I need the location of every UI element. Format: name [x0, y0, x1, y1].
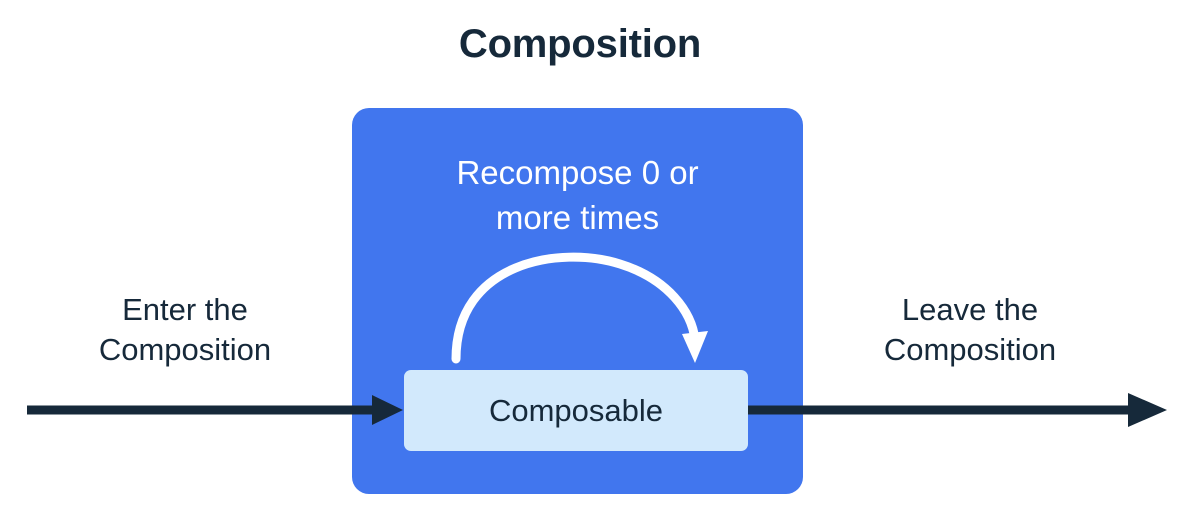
enter-composition-label: Enter the Composition	[35, 290, 335, 370]
leave-label-line-1: Leave the	[901, 292, 1039, 327]
recompose-caption-line-2: more times	[495, 199, 660, 236]
enter-arrow-right-icon	[27, 395, 403, 425]
composable-node-label: Composable	[488, 392, 664, 428]
leave-composition-label: Leave the Composition	[820, 290, 1120, 370]
leave-arrow-right-icon	[748, 393, 1167, 427]
enter-label-line-2: Composition	[98, 332, 272, 367]
recompose-caption-line-1: Recompose 0 or	[456, 154, 699, 191]
enter-label-line-1: Enter the	[122, 292, 248, 327]
recompose-caption: Recompose 0 or more times	[352, 150, 803, 240]
page-title: Composition	[458, 22, 702, 66]
leave-label-line-2: Composition	[883, 332, 1057, 367]
composable-node[interactable]: Composable	[404, 370, 748, 451]
